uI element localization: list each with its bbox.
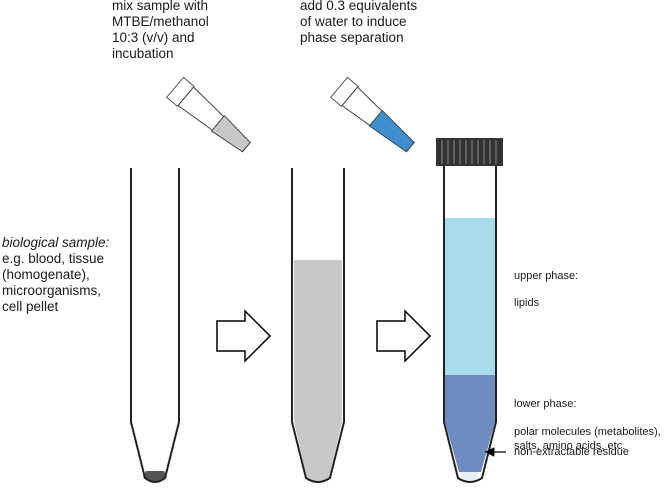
lower-phase-heading: lower phase:	[514, 398, 577, 410]
tube-mixture	[291, 168, 345, 483]
process-arrow-2	[376, 309, 432, 363]
tube-1-sample	[143, 471, 167, 482]
tube-3-outline	[443, 166, 497, 483]
sample-examples: e.g. blood, tissue (homogenate), microor…	[2, 251, 105, 314]
sample-heading: biological sample:	[2, 235, 110, 250]
upper-phase-content: lipids	[514, 297, 540, 309]
upper-phase-heading: upper phase:	[514, 270, 579, 282]
process-arrow-1	[216, 309, 272, 363]
lower-phase-content: polar molecules (metabolites), salts, am…	[514, 426, 661, 452]
lower-phase-layer	[445, 375, 495, 472]
pipette-methanol	[165, 76, 251, 153]
tube-phases	[436, 138, 503, 483]
tube-2-mixture	[294, 260, 342, 482]
pipette-water	[329, 76, 415, 153]
step1-instructions: mix sample with MTBE/methanol 10:3 (v/v)…	[112, 0, 209, 61]
tube-2-outline	[291, 168, 345, 483]
tube-sample	[130, 168, 180, 483]
residue-layer	[461, 472, 479, 482]
upper-phase-layer	[445, 218, 495, 375]
residue-label: non-extractable residue	[514, 446, 629, 458]
pipette-2-liquid	[368, 109, 415, 153]
step2-instructions: add 0.3 equivalents of water to induce p…	[300, 0, 418, 45]
tube-3-cap-ridges	[441, 140, 497, 164]
tube-1-outline	[130, 168, 180, 483]
pipette-1-liquid	[210, 114, 251, 153]
tube-3-cap	[436, 138, 503, 166]
